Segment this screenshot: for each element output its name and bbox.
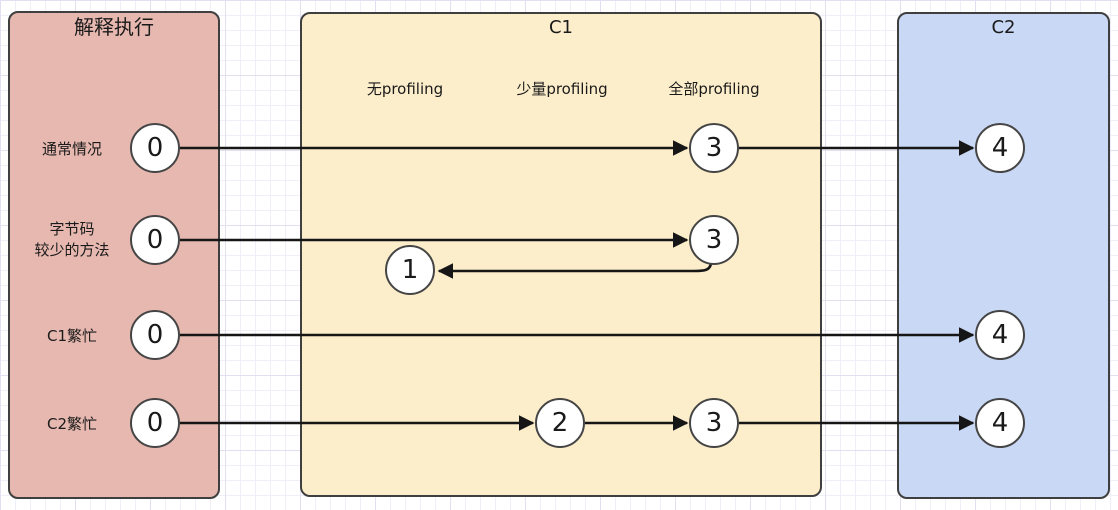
panel-c2-title: C2 xyxy=(991,17,1016,38)
arrow-row2-3-to-1 xyxy=(437,261,713,279)
row-label-c1-busy: C1繁忙 xyxy=(46,327,98,345)
node-row4-tier4: 4 xyxy=(975,398,1025,448)
node-row2-tier3: 3 xyxy=(689,215,739,265)
row-label-normal-case: 通常情况 xyxy=(41,140,102,158)
c1-column-no-profiling: 无profiling xyxy=(366,80,444,98)
node-row2-tier1: 1 xyxy=(385,245,435,295)
panel-interpreter-title: 解释执行 xyxy=(74,15,154,39)
node-row3-tier4: 4 xyxy=(975,310,1025,360)
node-row1-tier3: 3 xyxy=(689,123,739,173)
node-row3-tier0: 0 xyxy=(130,310,180,360)
node-row4-tier0: 0 xyxy=(130,398,180,448)
c1-column-limited-profiling: 少量profiling xyxy=(516,80,608,98)
panel-c1-title: C1 xyxy=(548,17,574,38)
node-row1-tier4: 4 xyxy=(975,123,1025,173)
c1-column-full-profiling: 全部profiling xyxy=(668,80,760,98)
row-label-c2-busy: C2繁忙 xyxy=(46,415,98,433)
node-row4-tier2: 2 xyxy=(535,398,585,448)
row-label-small-bytecode-method: 字节码 较少的方法 xyxy=(34,220,110,259)
node-row1-tier0: 0 xyxy=(130,123,180,173)
panel-interpreter: 解释执行 xyxy=(8,11,220,499)
node-row4-tier3: 3 xyxy=(689,398,739,448)
node-row2-tier0: 0 xyxy=(130,215,180,265)
